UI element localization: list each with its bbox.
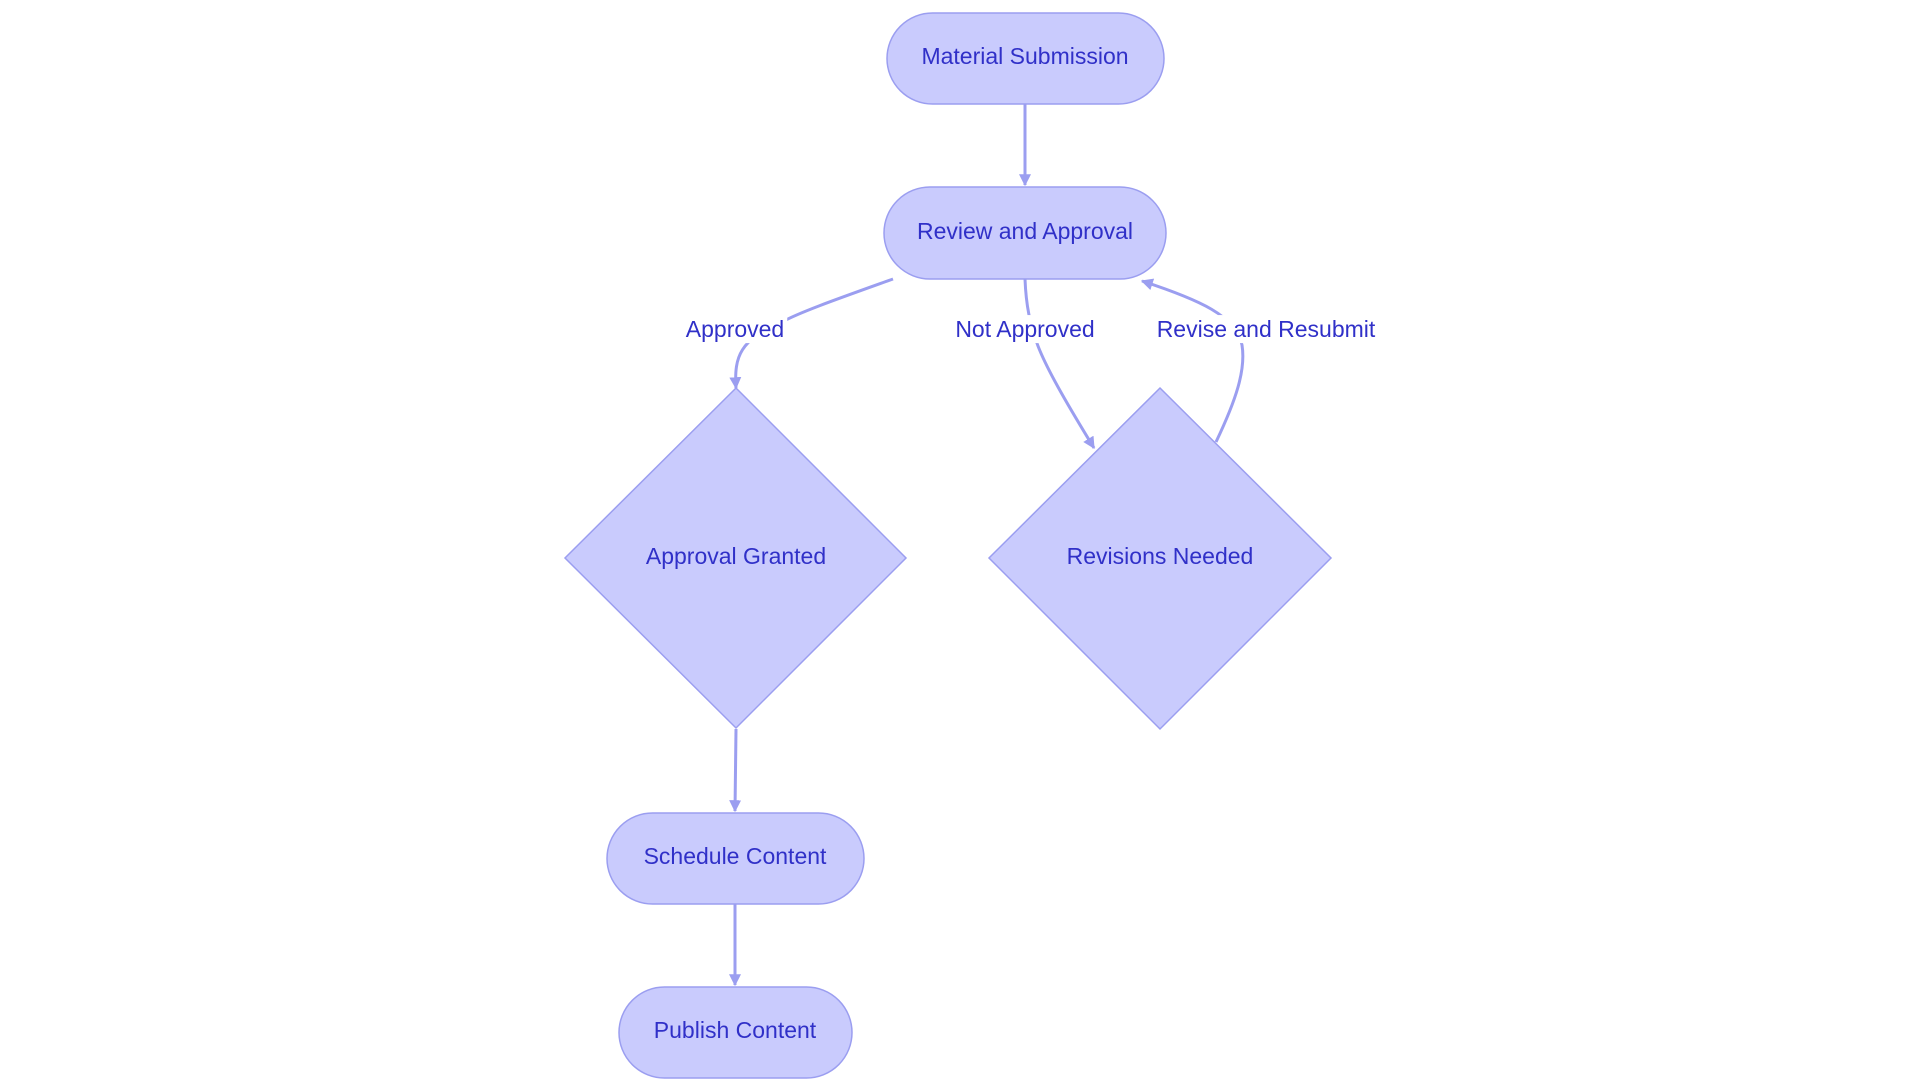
- edge-labels: Approved Not Approved Revise and Resubmi…: [682, 315, 1379, 344]
- edge-label-not-approved: Not Approved: [955, 316, 1094, 342]
- node-label-approval-granted: Approval Granted: [646, 543, 826, 569]
- edge-label-background: [952, 315, 1098, 344]
- node-review-and-approval: Review and Approval: [883, 186, 1167, 280]
- node-revisions-needed: Revisions Needed: [987, 386, 1333, 731]
- edge-label-approved: Approved: [686, 316, 784, 342]
- edge-granted-to-schedule: [729, 728, 742, 813]
- edge-label-background: [682, 315, 788, 344]
- node-label-material-submission: Material Submission: [921, 43, 1128, 69]
- node-approval-granted: Approval Granted: [563, 386, 908, 730]
- node-publish-content: Publish Content: [618, 986, 853, 1079]
- node-label-revisions-needed: Revisions Needed: [1067, 543, 1254, 569]
- edge-revisions-to-review: [1140, 278, 1245, 443]
- node-schedule-content: Schedule Content: [606, 812, 865, 905]
- edge-label-revise-and-resubmit: Revise and Resubmit: [1157, 316, 1376, 342]
- node-material-submission: Material Submission: [886, 12, 1165, 105]
- edge-review-to-revisions-needed: [1023, 278, 1096, 450]
- edge-label-background: [1153, 315, 1379, 344]
- node-label-publish-content: Publish Content: [654, 1017, 817, 1043]
- edges: [729, 104, 1245, 987]
- node-label-review-and-approval: Review and Approval: [917, 218, 1133, 244]
- node-label-schedule-content: Schedule Content: [644, 843, 827, 869]
